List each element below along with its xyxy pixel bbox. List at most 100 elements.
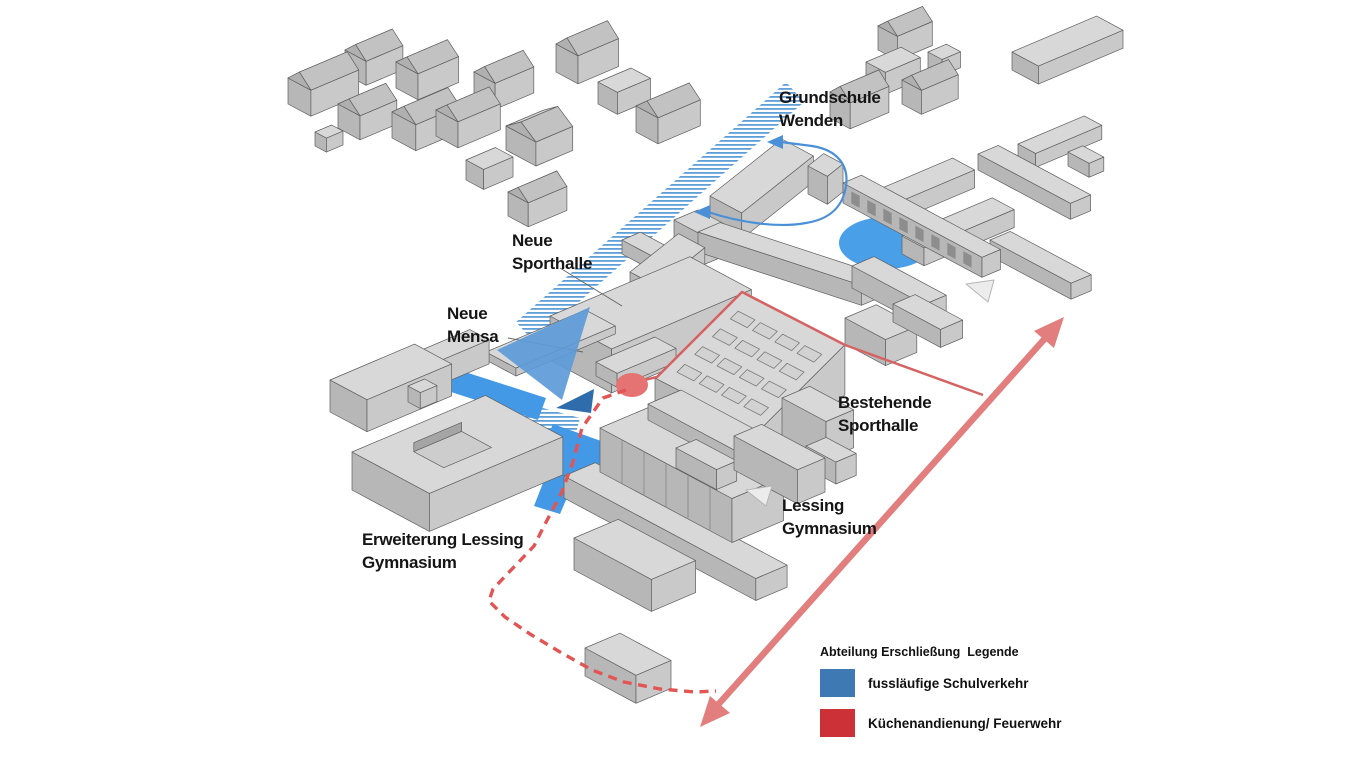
building-face bbox=[344, 44, 367, 62]
building-face bbox=[584, 632, 672, 676]
label-line: Grundschule bbox=[779, 88, 881, 107]
building bbox=[733, 423, 826, 505]
building-face bbox=[1011, 15, 1124, 67]
pedestrian-route-hatch-band bbox=[516, 82, 804, 342]
label-line: Wenden bbox=[779, 111, 844, 130]
triangle-marker-icon bbox=[745, 485, 773, 507]
grundschule-colonnade bbox=[842, 174, 1001, 278]
house bbox=[635, 82, 701, 145]
kitchen-fire-route-dashed bbox=[487, 388, 717, 694]
building-face bbox=[563, 462, 788, 579]
building bbox=[892, 294, 963, 348]
building-face bbox=[507, 187, 529, 204]
pedestrian-arrow-large-icon bbox=[497, 307, 590, 400]
building-face bbox=[977, 145, 1091, 204]
building-face bbox=[1067, 145, 1105, 164]
label-line: Sporthalle bbox=[512, 254, 593, 273]
label-line: Lessing bbox=[782, 496, 845, 515]
house bbox=[829, 69, 890, 130]
building bbox=[314, 124, 344, 153]
building-face bbox=[709, 138, 814, 214]
skylight bbox=[752, 322, 778, 340]
building-face bbox=[781, 385, 854, 422]
fire-road-arrow-shaft bbox=[713, 332, 1051, 710]
building-face bbox=[595, 336, 677, 374]
building-face bbox=[947, 242, 956, 260]
lessing-gymnasium-podium bbox=[563, 462, 788, 601]
label-bestehende-sporthalle: Bestehende Sporthalle bbox=[838, 391, 932, 437]
courtyard-floor bbox=[413, 431, 492, 469]
skylight bbox=[796, 345, 823, 363]
label-erweiterung-lessing: Erweiterung Lessing Gymnasium bbox=[362, 528, 524, 574]
grundschule-wenden-building bbox=[709, 138, 814, 240]
legend-item-pedestrian: fussläufige Schulverkehr bbox=[820, 669, 1062, 697]
building-face bbox=[733, 423, 826, 471]
building bbox=[584, 632, 672, 704]
building-face bbox=[867, 200, 876, 217]
label-grundschule-wenden: Grundschule Wenden bbox=[779, 86, 881, 132]
label-line: Neue bbox=[512, 231, 553, 250]
building bbox=[1011, 15, 1124, 85]
house bbox=[507, 170, 568, 228]
building-face bbox=[473, 66, 496, 84]
legend: Abteilung Erschließung Legende fussläufi… bbox=[820, 645, 1062, 749]
label-line: Mensa bbox=[447, 327, 499, 346]
house bbox=[395, 39, 459, 101]
skylight bbox=[743, 398, 769, 416]
legend-label-kitchen-fire: Küchenandienung/ Feuerwehr bbox=[868, 715, 1062, 731]
triangle-marker-icon bbox=[965, 279, 995, 303]
building-face bbox=[829, 86, 851, 104]
skylight bbox=[698, 375, 725, 393]
building-face bbox=[391, 105, 417, 126]
label-line: Neue bbox=[447, 304, 488, 323]
house bbox=[901, 59, 959, 115]
building-face bbox=[989, 231, 1092, 284]
building bbox=[573, 518, 696, 612]
building-face bbox=[555, 37, 579, 57]
legend-swatch-kitchen-fire-icon bbox=[820, 709, 855, 737]
label-neue-mensa: Neue Mensa bbox=[447, 302, 499, 348]
building bbox=[989, 231, 1092, 300]
house bbox=[287, 51, 360, 117]
building-face bbox=[851, 256, 947, 305]
blue-arrowhead-icon bbox=[767, 135, 783, 149]
building-face bbox=[851, 191, 860, 208]
building-face bbox=[635, 100, 659, 119]
building-face bbox=[963, 251, 972, 268]
label-lessing-gymnasium: Lessing Gymnasium bbox=[782, 494, 877, 540]
skylight bbox=[729, 310, 756, 329]
route-overlays-layer bbox=[487, 135, 1064, 727]
fire-access-roof-line bbox=[631, 290, 984, 397]
label-line: Gymnasium bbox=[782, 519, 877, 538]
building-face bbox=[597, 67, 651, 93]
skylight bbox=[676, 363, 703, 382]
label-line: Gymnasium bbox=[362, 553, 457, 572]
building-face bbox=[573, 518, 696, 580]
label-line: Erweiterung Lessing bbox=[362, 530, 524, 549]
building-face bbox=[505, 121, 537, 143]
building bbox=[597, 67, 651, 115]
building bbox=[844, 304, 918, 366]
building-face bbox=[805, 437, 857, 463]
buildings-layer bbox=[287, 6, 1124, 704]
building bbox=[1017, 115, 1103, 168]
skylight bbox=[734, 339, 760, 358]
building bbox=[465, 147, 514, 190]
building bbox=[977, 145, 1091, 220]
building-face bbox=[329, 343, 452, 401]
red-arrowhead-icon bbox=[1034, 317, 1064, 348]
building-face bbox=[842, 174, 1001, 258]
building-face bbox=[883, 208, 892, 225]
building-face bbox=[901, 74, 922, 91]
building-face bbox=[927, 43, 961, 60]
building-face bbox=[314, 124, 344, 139]
house bbox=[555, 20, 619, 85]
skylight bbox=[716, 357, 743, 376]
building bbox=[807, 153, 844, 205]
house bbox=[435, 86, 501, 149]
blue-arrowhead-icon bbox=[694, 205, 710, 219]
building-face bbox=[407, 378, 438, 393]
building-face bbox=[1017, 115, 1103, 154]
building-face bbox=[465, 147, 514, 170]
